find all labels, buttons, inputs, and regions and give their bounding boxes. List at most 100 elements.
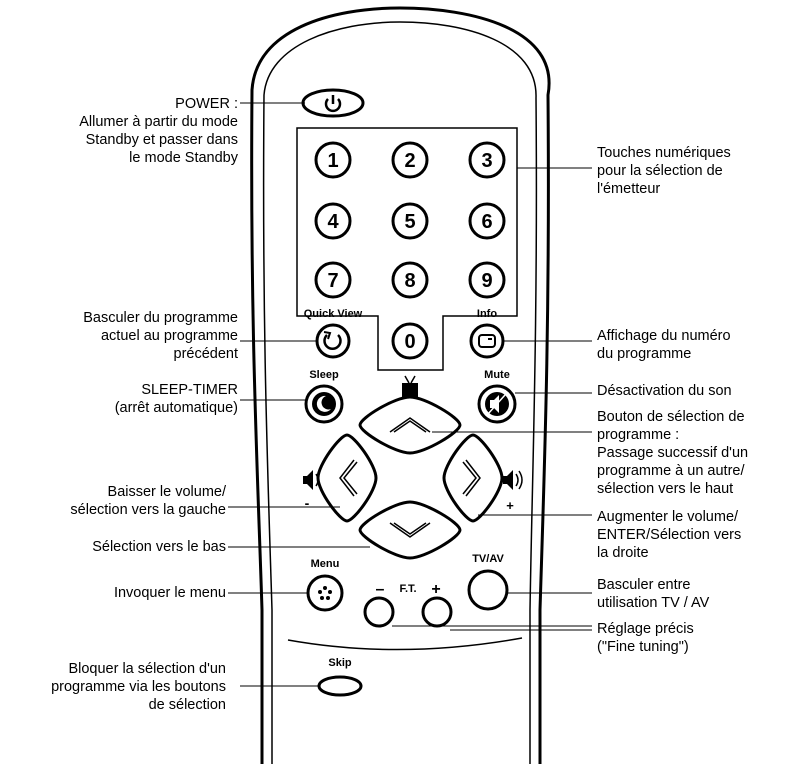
mute-button[interactable] (477, 384, 517, 424)
annotation-line: du programme (597, 346, 692, 362)
ft-plus-button[interactable] (421, 596, 453, 628)
tvav-button[interactable] (467, 569, 509, 611)
annotation-line: Sélection vers le bas (92, 539, 226, 555)
digit-1-button[interactable]: 1 (314, 141, 352, 179)
annotation-line: Basculer du programme (83, 310, 238, 326)
chevron-down-icon (389, 522, 431, 538)
vol-plus-label: + (506, 498, 514, 513)
power-icon (324, 98, 342, 113)
chevron-up-icon (389, 417, 431, 433)
vol-up-button[interactable] (442, 433, 504, 523)
annotation-line: programme : (597, 427, 680, 443)
digit-label: 4 (327, 211, 339, 233)
annotation-line: Passage successif d'un (597, 445, 749, 461)
annotation-line: Basculer entre (597, 577, 691, 593)
annotation-line: Baisser le volume/ (107, 484, 226, 500)
menu-button[interactable] (306, 574, 344, 612)
speaker-right-icon (503, 470, 523, 490)
annotation-quickview: Basculer du programme actuel au programme… (83, 309, 238, 363)
leader-lines (228, 102, 592, 687)
menu-icon (318, 586, 332, 600)
annotation-line: SLEEP-TIMER (141, 382, 238, 398)
digit-label: 1 (327, 150, 338, 172)
annotation-line: programme à un autre/ (597, 463, 745, 479)
annotation-digits: Touches numériques pour la sélection de l'… (597, 144, 731, 198)
vol-down-button[interactable] (315, 433, 378, 577)
annotation-prog-down: Sélection vers le bas (92, 538, 226, 556)
annotation-line: Allumer à partir du mode (79, 114, 238, 130)
digit-label: 7 (327, 270, 338, 292)
numpad-box (296, 127, 518, 371)
annotation-line: Bouton de sélection de (597, 409, 745, 425)
digit-label: 6 (481, 211, 492, 233)
digit-label: 8 (404, 270, 415, 292)
annotation-vol-down: Baisser le volume/sélection vers la gauc… (70, 483, 226, 519)
remote-outline-inner (262, 21, 538, 764)
digit-4-button[interactable]: 4 (314, 202, 352, 240)
annotation-line: programme via les boutons (51, 679, 226, 695)
annotation-info: Affichage du numéro du programme (597, 327, 731, 363)
annotation-line: précédent (173, 346, 239, 362)
annotation-finetune: Réglage précis("Fine tuning") (597, 620, 694, 656)
digit-label: 5 (404, 211, 415, 233)
prog-down-button[interactable] (358, 500, 462, 560)
mute-label: Mute (484, 369, 510, 381)
digit-6-button[interactable]: 6 (468, 202, 506, 240)
annotation-tvav: Basculer entre utilisation TV / AV (597, 576, 709, 612)
digit-label: 3 (481, 150, 492, 172)
ft-minus-button[interactable] (363, 596, 395, 628)
digit-3-button[interactable]: 3 (468, 141, 506, 179)
digit-label: 9 (481, 270, 492, 292)
annotation-line: actuel au programme (100, 328, 238, 344)
annotation-line: l'émetteur (597, 181, 661, 197)
annotation-prog-up: Bouton de sélection de programme : Passage… (597, 408, 748, 498)
digit-0-button[interactable]: 0 (391, 322, 429, 360)
digit-5-button[interactable]: 5 (391, 202, 429, 240)
tv-icon (402, 375, 418, 397)
power-button[interactable] (301, 88, 365, 118)
annotation-line: utilisation TV / AV (597, 595, 710, 611)
annotation-line: la droite (597, 545, 649, 561)
menu-label: Menu (311, 558, 340, 570)
annotation-sleep: SLEEP-TIMER(arrêt automatique) (115, 381, 238, 417)
annotation-line: sélection vers le haut (597, 481, 734, 497)
ft-plus-label: + (431, 581, 440, 598)
annotation-line: Désactivation du son (597, 383, 732, 399)
ft-label: F.T. (399, 583, 416, 595)
info-label: Info (477, 308, 497, 320)
annotation-vol-up: Augmenter le volume/ENTER/Sélection vers… (597, 508, 741, 562)
skip-label: Skip (328, 657, 352, 669)
digit-9-button[interactable]: 9 (468, 261, 506, 299)
annotation-line: Invoquer le menu (113, 585, 226, 601)
separator-line (287, 637, 523, 651)
annotation-line: Affichage du numéro (597, 328, 731, 344)
quickview-button[interactable] (315, 323, 351, 359)
sleep-button[interactable] (304, 384, 344, 424)
annotation-line: le mode Standby (129, 150, 238, 166)
digit-label: 0 (404, 331, 415, 353)
annotation-line: Standby et passer dans (85, 132, 238, 148)
sleep-label: Sleep (309, 369, 339, 381)
digit-8-button[interactable]: 8 (391, 261, 429, 299)
annotation-line: sélection vers la gauche (70, 502, 226, 518)
annotation-line: Touches numériques (597, 145, 731, 161)
annotation-line: POWER : (175, 96, 238, 112)
digit-label: 2 (404, 150, 415, 172)
prog-up-button[interactable] (358, 395, 462, 455)
return-icon (323, 334, 342, 350)
skip-button[interactable] (317, 675, 363, 697)
info-button[interactable] (469, 323, 505, 359)
annotation-line: ENTER/Sélection vers (597, 527, 742, 543)
digit-7-button[interactable]: 7 (314, 261, 352, 299)
chevron-left-icon (339, 459, 355, 497)
annotation-line: pour la sélection de (597, 163, 723, 179)
annotation-line: de sélection (148, 697, 226, 713)
ft-minus-label: – (376, 581, 385, 598)
quickview-label: Quick View (304, 308, 363, 320)
tvav-label: TV/AV (472, 553, 504, 565)
digit-2-button[interactable]: 2 (391, 141, 429, 179)
